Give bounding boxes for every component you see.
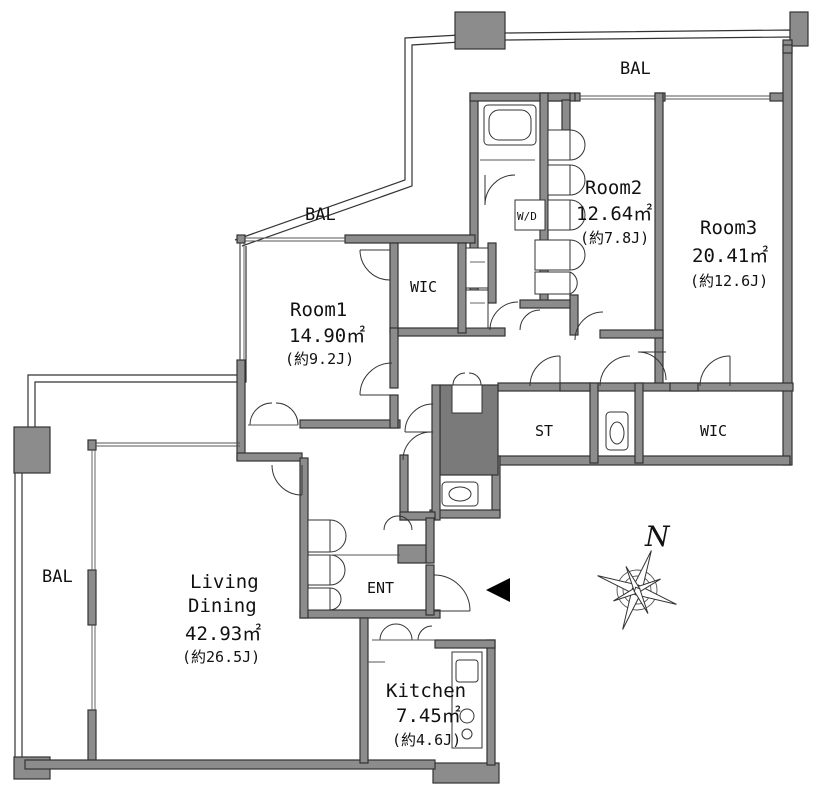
entry-arrow xyxy=(486,578,510,602)
compass-north-label: N xyxy=(644,520,671,553)
toilet-fixtures xyxy=(441,411,629,507)
door-swings xyxy=(248,249,731,663)
bathtub xyxy=(483,104,537,146)
room3-tatami: (約12.6J) xyxy=(690,272,768,290)
washer-dryer-box xyxy=(514,199,546,231)
interior-walls xyxy=(299,92,794,616)
balcony-middle-label: BAL xyxy=(305,205,336,225)
room2-tatami: (約7.8J) xyxy=(580,229,649,247)
balcony-left-label: BAL xyxy=(42,567,73,587)
balcony-top-label: BAL xyxy=(620,59,651,79)
kitchen-name: Kitchen xyxy=(386,680,466,702)
living-tatami: (約26.5J) xyxy=(182,648,260,666)
balcony-railing xyxy=(14,29,791,760)
room1-area: 14.90㎡ xyxy=(289,324,365,347)
entrance-label: ENT xyxy=(367,579,394,597)
column xyxy=(13,426,51,474)
wic1-label: WIC xyxy=(410,278,437,296)
kitchen-area: 7.45㎡ xyxy=(396,704,461,727)
room2-name: Room2 xyxy=(585,177,642,199)
room3-area: 20.41㎡ xyxy=(692,244,768,267)
corridor-cabinets xyxy=(465,247,489,329)
column xyxy=(432,762,500,784)
living-name-line2: Dining xyxy=(188,595,257,617)
storage-label: ST xyxy=(535,422,553,440)
column xyxy=(454,11,506,50)
windows xyxy=(91,95,770,710)
column xyxy=(789,11,809,47)
kitchen-tatami: (約4.6J) xyxy=(392,731,461,749)
room2-area: 12.64㎡ xyxy=(576,202,652,225)
kitchen-counter xyxy=(451,651,483,749)
living-area: 42.93㎡ xyxy=(185,622,261,645)
room1-tatami: (約9.2J) xyxy=(285,350,354,368)
exterior-walls xyxy=(24,39,793,770)
room3-name: Room3 xyxy=(700,217,757,239)
living-name-line1: Living xyxy=(190,571,259,593)
wic2-label: WIC xyxy=(700,422,727,440)
room1-name: Room1 xyxy=(290,299,347,321)
room2-closets xyxy=(534,129,586,295)
compass-rose xyxy=(597,550,677,630)
washer-dryer-label: W/D xyxy=(517,210,537,223)
